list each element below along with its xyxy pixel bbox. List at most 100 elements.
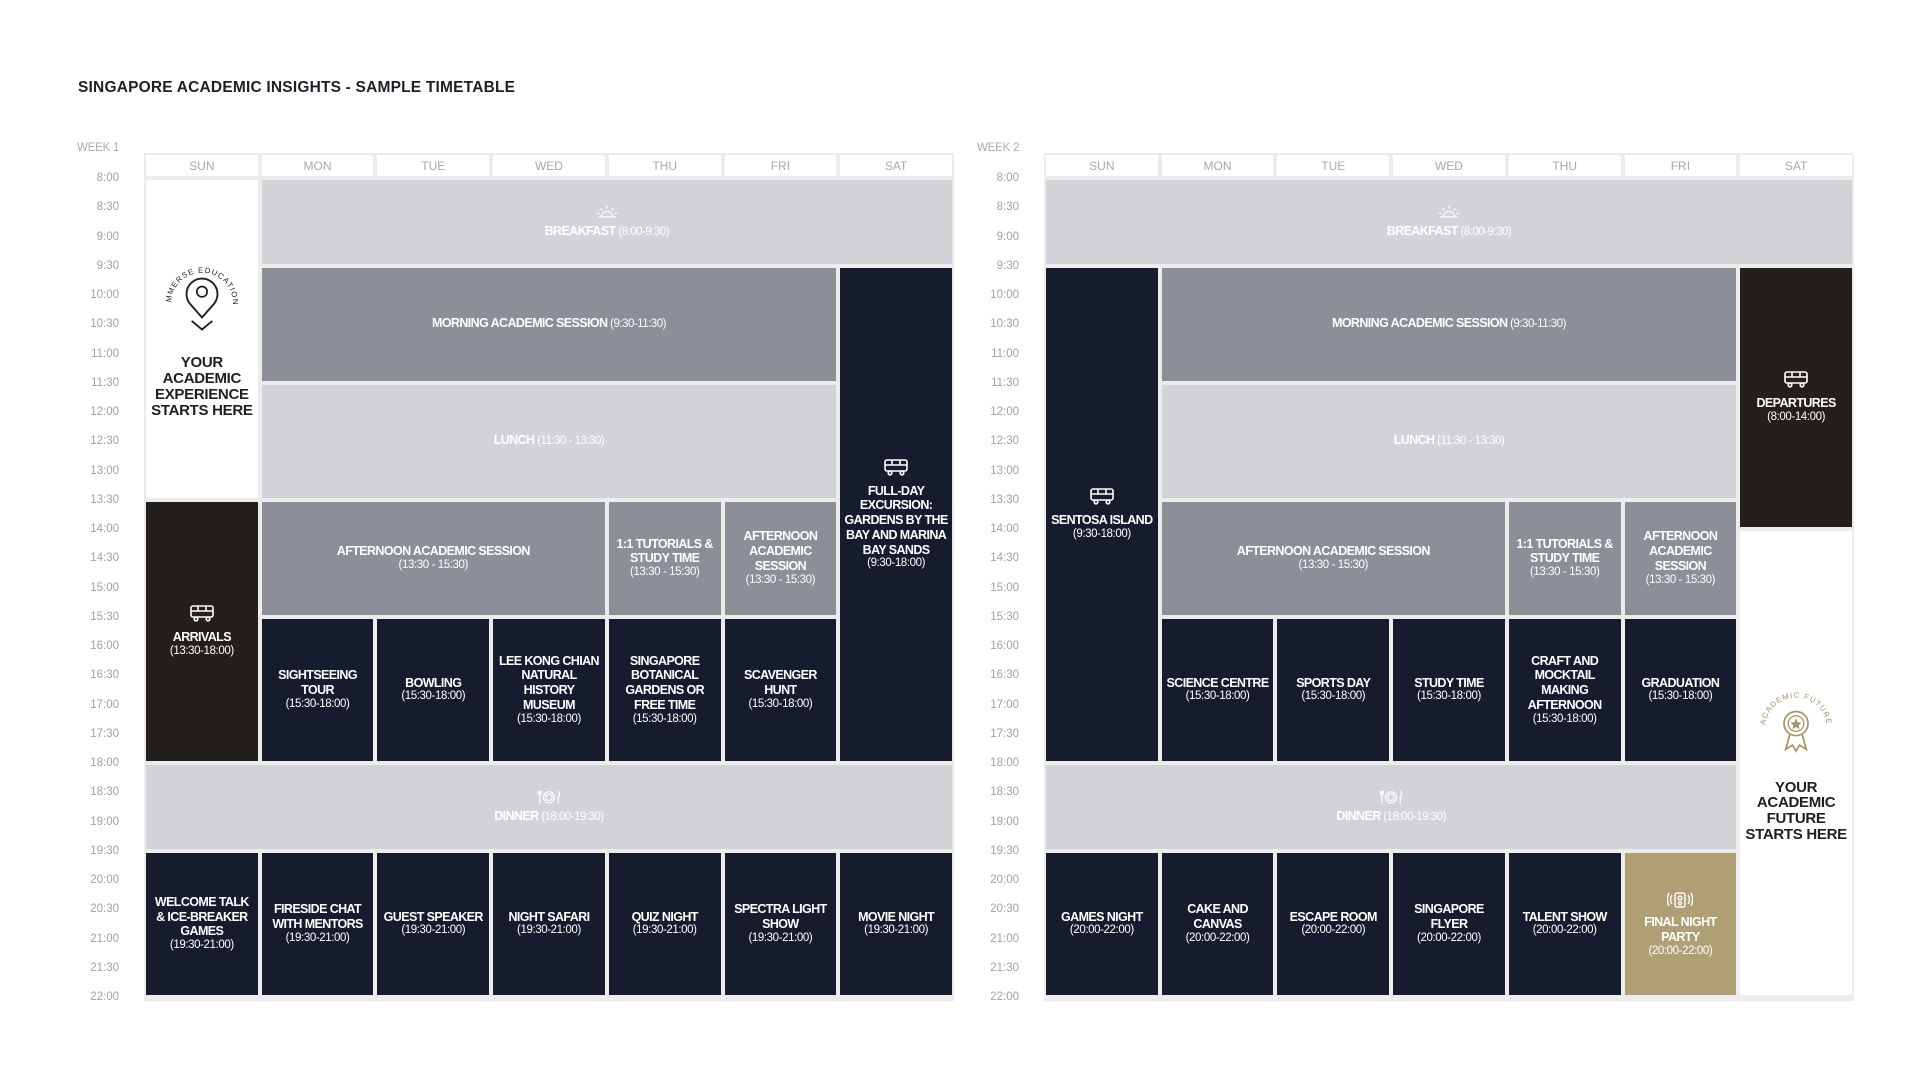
event-time: (15:30-18:00) xyxy=(1648,690,1713,703)
event-departures[interactable]: DEPARTURES(8:00-14:00) xyxy=(1740,267,1852,527)
event-scavenger-hunt[interactable]: SCAVENGER HUNT(15:30-18:00) xyxy=(724,618,837,761)
time-label: 21:00 xyxy=(90,932,119,945)
event-singapore-flyer[interactable]: SINGAPORE FLYER(20:00-22:00) xyxy=(1393,852,1505,995)
time-label: 8:30 xyxy=(996,201,1019,214)
event-night-safari[interactable]: NIGHT SAFARI(19:30-21:00) xyxy=(493,852,605,995)
event-time: (15:30-18:00) xyxy=(1301,690,1366,703)
event-time: (13:30 - 15:30) xyxy=(1529,566,1600,579)
time-label: 21:30 xyxy=(990,961,1019,974)
event-lunch[interactable]: LUNCH (11:30 - 13:30) xyxy=(1161,384,1737,498)
event-title: GRADUATION xyxy=(1641,675,1720,690)
time-label: 18:00 xyxy=(990,757,1019,769)
event-cake-and-canvas[interactable]: CAKE AND CANVAS(20:00-22:00) xyxy=(1161,852,1274,995)
day-header-thu: THU xyxy=(608,155,721,176)
time-label: 17:00 xyxy=(990,698,1019,711)
time-label: 12:30 xyxy=(90,435,119,448)
event-1-1-tutorials-study-time[interactable]: 1:1 TUTORIALS & STUDY TIME(13:30 - 15:30… xyxy=(1508,501,1621,615)
event-afternoon-academic-session[interactable]: AFTERNOON ACADEMIC SESSION(13:30 - 15:30… xyxy=(1161,501,1505,615)
event-final-night-party[interactable]: FINAL NIGHT PARTY(20:00-22:00) xyxy=(1624,852,1737,995)
event-morning-academic-session[interactable]: MORNING ACADEMIC SESSION (9:30-11:30) xyxy=(1161,267,1737,381)
time-label: 21:30 xyxy=(90,961,119,974)
event-talent-show[interactable]: TALENT SHOW(20:00-22:00) xyxy=(1508,852,1621,995)
event-title: SINGAPORE FLYER xyxy=(1414,902,1484,932)
immerse-education-badge-icon: IMMERSE EDUCATION xyxy=(159,259,240,332)
event-lunch[interactable]: LUNCH (11:30 - 13:30) xyxy=(261,384,837,498)
time-label: 13:00 xyxy=(90,464,119,477)
event-time: (15:30-18:00) xyxy=(1185,690,1250,703)
event-title: DINNER (18:00-19:30) xyxy=(1336,809,1446,824)
time-label: 13:30 xyxy=(90,493,119,506)
time-label: 8:00 xyxy=(96,172,119,184)
week-label: WEEK 1 xyxy=(77,142,120,154)
time-label: 19:00 xyxy=(90,815,119,828)
event-title: YOUR ACADEMIC EXPERIENCE STARTS HERE xyxy=(151,354,253,419)
event-1-1-tutorials-study-time[interactable]: 1:1 TUTORIALS & STUDY TIME(13:30 - 15:30… xyxy=(608,501,721,615)
time-label: 8:30 xyxy=(96,201,119,214)
event-games-night[interactable]: GAMES NIGHT(20:00-22:00) xyxy=(1046,852,1158,995)
event-afternoon-academic-session[interactable]: AFTERNOON ACADEMIC SESSION(13:30 - 15:30… xyxy=(724,501,837,615)
event-sports-day[interactable]: SPORTS DAY(15:30-18:00) xyxy=(1277,618,1390,761)
time-label: 14:30 xyxy=(990,552,1019,565)
time-label: 9:00 xyxy=(996,230,1019,243)
event-time: (13:30 - 15:30) xyxy=(1298,558,1369,571)
event-breakfast[interactable]: BREAKFAST (8:00-9:30) xyxy=(261,180,952,264)
event-welcome-talk-ice-breaker-games[interactable]: WELCOME TALK & ICE-BREAKER GAMES(19:30-2… xyxy=(146,852,258,995)
event-sentosa-island[interactable]: SENTOSA ISLAND(9:30-18:00) xyxy=(1046,267,1158,761)
event-afternoon-academic-session[interactable]: AFTERNOON ACADEMIC SESSION(13:30 - 15:30… xyxy=(1624,501,1737,615)
time-label: 12:00 xyxy=(990,406,1019,418)
event-title: SENTOSA ISLAND xyxy=(1051,513,1153,528)
event-movie-night[interactable]: MOVIE NIGHT(19:30-21:00) xyxy=(840,852,952,995)
event-dinner[interactable]: DINNER (18:00-19:30) xyxy=(1046,765,1737,849)
event-breakfast[interactable]: BREAKFAST (8:00-9:30) xyxy=(1046,180,1852,264)
event-graduation[interactable]: GRADUATION(15:30-18:00) xyxy=(1624,618,1737,761)
event-fireside-chat-with-mentors[interactable]: FIRESIDE CHAT WITH MENTORS(19:30-21:00) xyxy=(261,852,374,995)
event-your-academic-experience-starts-here[interactable]: IMMERSE EDUCATION YOUR ACADEMIC EXPERIENC… xyxy=(146,180,258,498)
event-afternoon-academic-session[interactable]: AFTERNOON ACADEMIC SESSION(13:30 - 15:30… xyxy=(261,501,605,615)
event-guest-speaker[interactable]: GUEST SPEAKER(19:30-21:00) xyxy=(377,852,490,995)
event-time: (9:30-18:00) xyxy=(867,557,926,570)
sunrise-icon xyxy=(595,204,619,220)
day-header-fri: FRI xyxy=(724,155,837,176)
event-morning-academic-session[interactable]: MORNING ACADEMIC SESSION (9:30-11:30) xyxy=(261,267,837,381)
event-singapore-botanical-gardens-or-free-time[interactable]: SINGAPORE BOTANICAL GARDENS OR FREE TIME… xyxy=(608,618,721,761)
time-label: 11:30 xyxy=(991,376,1019,389)
time-label: 20:30 xyxy=(990,903,1019,916)
event-dinner[interactable]: DINNER (18:00-19:30) xyxy=(146,765,952,849)
event-time: (13:30 - 15:30) xyxy=(398,558,469,571)
time-label: 10:00 xyxy=(990,289,1019,301)
time-label: 12:00 xyxy=(90,406,119,418)
time-label: 17:30 xyxy=(990,727,1019,740)
event-quiz-night[interactable]: QUIZ NIGHT(19:30-21:00) xyxy=(608,852,721,995)
day-header-thu: THU xyxy=(1508,155,1621,176)
time-label: 14:30 xyxy=(90,552,119,565)
event-study-time[interactable]: STUDY TIME(15:30-18:00) xyxy=(1393,618,1505,761)
time-label: 12:30 xyxy=(990,435,1019,448)
event-title: 1:1 TUTORIALS & STUDY TIME xyxy=(616,536,714,566)
party-icon xyxy=(1667,889,1694,909)
time-label: 16:00 xyxy=(990,640,1019,652)
day-header-tue: TUE xyxy=(1277,155,1390,176)
event-title: SIGHTSEEING TOUR xyxy=(278,668,357,698)
event-sightseeing-tour[interactable]: SIGHTSEEING TOUR(15:30-18:00) xyxy=(261,618,374,761)
event-escape-room[interactable]: ESCAPE ROOM(20:00-22:00) xyxy=(1277,852,1390,995)
time-label: 13:00 xyxy=(990,464,1019,477)
event-time: (8:00-9:30) xyxy=(1457,226,1512,239)
event-title: BREAKFAST (8:00-9:30) xyxy=(544,224,670,239)
svg-text:IMMERSE EDUCATION: IMMERSE EDUCATION xyxy=(159,259,240,306)
event-craft-and-mocktail-making-afternoon[interactable]: CRAFT AND MOCKTAIL MAKING AFTERNOON(15:3… xyxy=(1508,618,1621,761)
event-lee-kong-chian-natural-history-museum[interactable]: LEE KONG CHIAN NATURAL HISTORY MUSEUM(15… xyxy=(493,618,605,761)
event-arrivals[interactable]: ARRIVALS(13:30-18:00) xyxy=(146,501,258,761)
event-time: (20:00-22:00) xyxy=(1648,944,1713,957)
event-time: (13:30 - 15:30) xyxy=(629,566,700,579)
event-science-centre[interactable]: SCIENCE CENTRE(15:30-18:00) xyxy=(1161,618,1274,761)
time-label: 18:00 xyxy=(90,757,119,769)
event-time: (9:30-18:00) xyxy=(1072,527,1131,540)
event-bowling[interactable]: BOWLING(15:30-18:00) xyxy=(377,618,490,761)
event-full-day-excursion-gardens-by-the-bay-and-marina-bay-sands[interactable]: FULL-DAY EXCURSION: GARDENS BY THE BAY A… xyxy=(840,267,952,761)
time-label: 18:30 xyxy=(90,786,119,799)
event-time: (20:00-22:00) xyxy=(1185,931,1250,944)
event-spectra-light-show[interactable]: SPECTRA LIGHT SHOW(19:30-21:00) xyxy=(724,852,837,995)
